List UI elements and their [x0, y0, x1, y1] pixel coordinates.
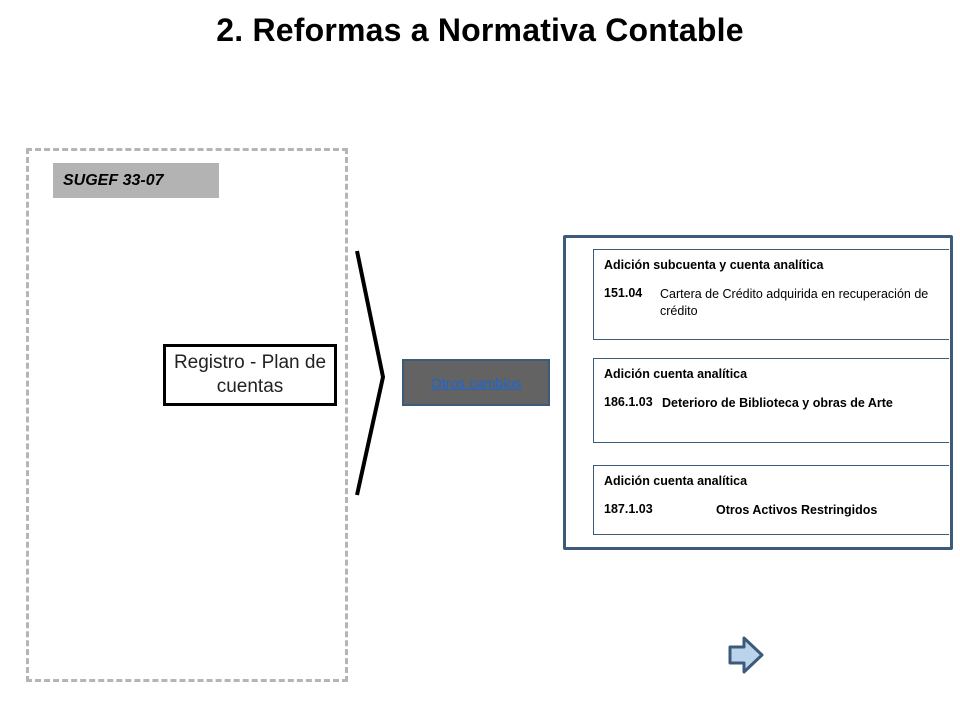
account-description: Cartera de Crédito adquirida en recupera… [660, 287, 929, 318]
card-heading: Adición cuenta analítica [604, 367, 748, 381]
account-description: Otros Activos Restringidos [716, 503, 878, 517]
account-card-186-1-03: Adición cuenta analítica 186.1.03 Deteri… [593, 358, 949, 443]
right-chevron-bracket-icon [355, 250, 386, 496]
card-heading: Adición cuenta analítica [604, 474, 748, 488]
account-card-151-04: Adición subcuenta y cuenta analítica 151… [593, 249, 949, 340]
card-heading: Adición subcuenta y cuenta analítica [604, 258, 824, 272]
otros-cambios-link[interactable]: Otros cambios [402, 359, 550, 406]
left-dashed-panel [26, 148, 348, 682]
account-row: 151.04 Cartera de Crédito adquirida en r… [604, 286, 939, 320]
right-panel [563, 235, 953, 550]
account-code: 186.1.03 [604, 395, 653, 409]
account-card-187-1-03: Adición cuenta analítica 187.1.03 Otros … [593, 465, 949, 535]
next-arrow-icon[interactable] [727, 636, 765, 674]
page-title: 2. Reformas a Normativa Contable [216, 12, 744, 48]
account-row: 186.1.03 Deterioro de Biblioteca y obras… [604, 395, 939, 412]
account-description: Deterioro de Biblioteca y obras de Arte [662, 396, 893, 410]
sugef-tag: SUGEF 33-07 [53, 163, 219, 198]
account-code: 187.1.03 [604, 502, 653, 516]
registro-plan-box: Registro - Plan de cuentas [163, 344, 337, 406]
account-row: 187.1.03 Otros Activos Restringidos [604, 502, 939, 519]
account-code: 151.04 [604, 286, 643, 300]
